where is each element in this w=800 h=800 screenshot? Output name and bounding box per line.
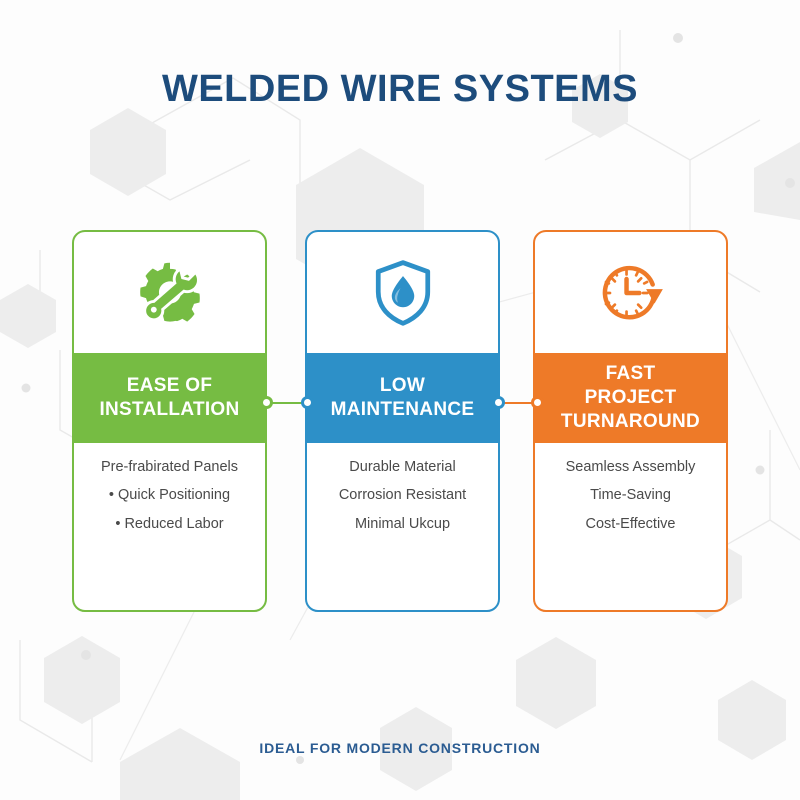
card-title-line: TURNAROUND bbox=[560, 411, 701, 433]
feature-card-low-maintenance[interactable]: LOW MAINTENANCE Durable Material Corrosi… bbox=[305, 230, 500, 612]
gear-wrench-icon bbox=[74, 232, 265, 353]
clock-arrow-icon bbox=[535, 232, 726, 353]
card-title-line: LOW bbox=[379, 374, 426, 396]
connector-node-green-left bbox=[260, 396, 273, 409]
connector-node-blue-right bbox=[492, 396, 505, 409]
card-body-line: Minimal Ukcup bbox=[354, 515, 451, 532]
feature-card-fast-project-turnaround[interactable]: FAST PROJECT TURNAROUND Seamless Assembl… bbox=[533, 230, 728, 612]
connector-line-green bbox=[265, 402, 307, 404]
card-body-line: Time-Saving bbox=[590, 487, 671, 504]
card-body-line: Durable Material bbox=[349, 459, 456, 475]
connector-node-orange-right bbox=[531, 396, 544, 409]
feature-card-title-low-maintenance: LOW MAINTENANCE bbox=[307, 353, 498, 443]
card-body-line: Pre-frabirated Panels bbox=[100, 459, 238, 475]
footer-tagline: IDEAL FOR MODERN CONSTRUCTION bbox=[259, 740, 541, 756]
card-body-line: Corrosion Resistant bbox=[338, 487, 467, 504]
feature-card-ease-of-installation[interactable]: EASE OF INSTALLATION Pre-frabirated Pane… bbox=[72, 230, 267, 612]
card-title-line: MAINTENANCE bbox=[330, 399, 475, 420]
connector-line-orange bbox=[497, 402, 535, 404]
feature-card-title-ease-of-installation: EASE OF INSTALLATION bbox=[74, 353, 265, 443]
card-title-line: INSTALLATION bbox=[99, 399, 240, 420]
card-body-line: Seamless Assembly bbox=[565, 459, 696, 475]
card-title-line: PROJECT bbox=[584, 386, 677, 408]
feature-card-title-fast-project-turnaround: FAST PROJECT TURNAROUND bbox=[535, 353, 726, 443]
card-body-line: • Reduced Labor bbox=[115, 515, 224, 532]
card-body-line: • Quick Positioning bbox=[108, 487, 231, 504]
feature-card-body-fast-project-turnaround: Seamless Assembly Time-Saving Cost-Effec… bbox=[535, 453, 726, 538]
card-body-line: Cost-Effective bbox=[585, 515, 676, 532]
card-title-line: EASE OF bbox=[126, 374, 213, 396]
feature-card-body-low-maintenance: Durable Material Corrosion Resistant Min… bbox=[307, 453, 498, 538]
card-title-line: FAST bbox=[605, 362, 656, 384]
page-title: WELDED WIRE SYSTEMS bbox=[161, 68, 639, 110]
feature-card-body-ease-of-installation: Pre-frabirated Panels • Quick Positionin… bbox=[74, 453, 265, 538]
shield-water-drop-icon bbox=[307, 232, 498, 353]
connector-node-blue-left bbox=[301, 396, 314, 409]
